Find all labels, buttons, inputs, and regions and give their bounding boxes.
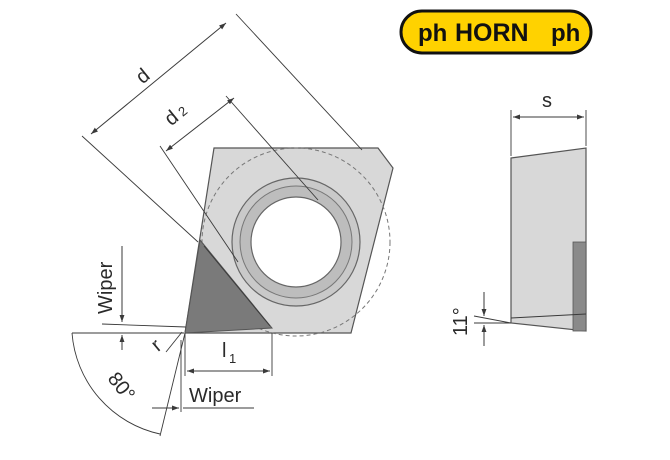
logo-right-mark: ph	[551, 20, 580, 47]
l1-label: l	[222, 340, 226, 362]
clamping-hole	[250, 196, 342, 288]
r-leader	[165, 331, 183, 353]
d2-extension-left	[159, 145, 239, 263]
horn-logo: ph HORN ph	[399, 9, 593, 55]
insert-side-view	[510, 147, 587, 332]
dimension-r: r	[147, 331, 183, 356]
d2-dimension-line	[165, 97, 235, 152]
insert-top-view	[184, 147, 394, 337]
dimension-angle-11: 11°	[450, 292, 512, 346]
l1-subscript: 1	[229, 351, 236, 366]
dimension-l1: l 1	[184, 333, 273, 376]
d-dimension-line	[90, 22, 227, 135]
side-view-edge-line	[510, 313, 587, 319]
dimension-wiper-horizontal: Wiper	[152, 340, 254, 412]
s-label: s	[542, 90, 552, 112]
angle-80-arc	[71, 332, 161, 435]
dimension-wiper-vertical: Wiper	[72, 246, 187, 350]
angle-11-flank-line	[473, 315, 512, 324]
angle-80-label: 80°	[103, 368, 139, 405]
wiper-v-extension-top	[101, 323, 187, 328]
d-extension-left	[81, 135, 199, 243]
wiper-edge-line	[203, 245, 271, 327]
side-view-relief	[572, 241, 587, 332]
d2-extension-right	[225, 95, 319, 201]
wiper-horizontal-label: Wiper	[189, 385, 242, 407]
logo-name: HORN	[455, 19, 529, 47]
dimension-angle-80: 80°	[71, 332, 186, 437]
d-extension-right	[235, 13, 363, 151]
dimension-s: s	[510, 90, 587, 156]
logo-background	[399, 9, 593, 55]
r-label: r	[147, 335, 167, 356]
logo-left-mark: ph	[418, 20, 447, 47]
angle-11-label: 11°	[450, 307, 472, 336]
wiper-vertical-label: Wiper	[95, 261, 117, 314]
wiper-corner-region	[184, 238, 274, 334]
